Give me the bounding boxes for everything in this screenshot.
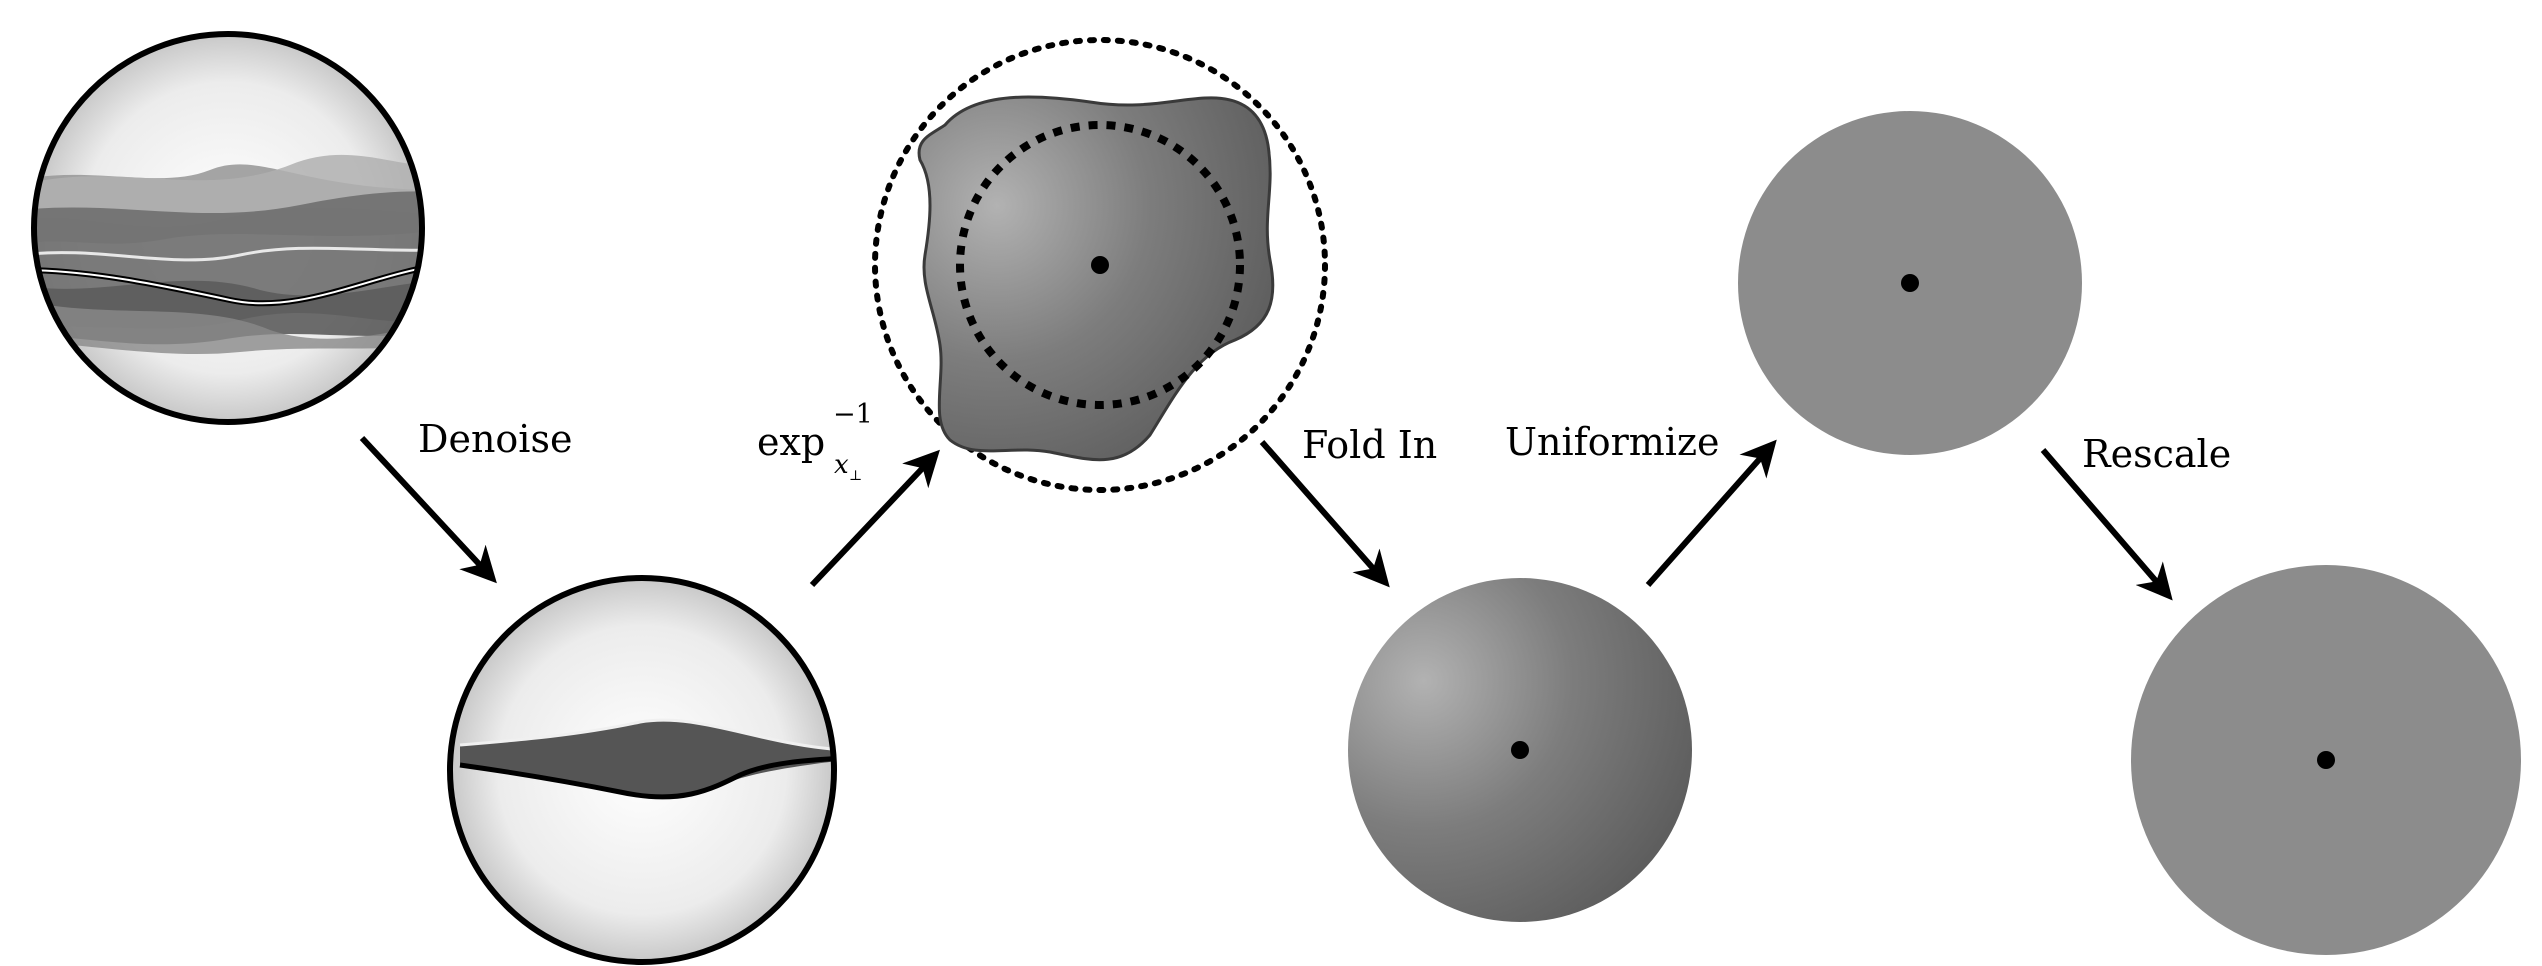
label-rescale: Rescale: [2082, 432, 2231, 476]
thin-layer: [460, 720, 834, 797]
thin-layer-highlight: [459, 718, 834, 752]
noisy-ball: [31, 31, 425, 425]
ball-2-outline: [447, 575, 837, 965]
arrow-denoise: [359, 435, 497, 584]
denoised-ball: [447, 575, 837, 965]
ball-1-outline: [31, 31, 425, 425]
rescaled-disk: [2131, 565, 2521, 955]
arrow-fold-in: [1259, 440, 1390, 588]
label-fold-in: Fold In: [1302, 423, 1437, 467]
highlight-curve: [34, 246, 422, 262]
arrow-exp: [809, 449, 940, 588]
label-denoise: Denoise: [418, 417, 572, 461]
boundary-curve-light: [34, 264, 422, 305]
label-exp-subsub: ⊥: [849, 468, 862, 484]
arrow-uniformize: [1645, 439, 1777, 587]
uniform-center-point: [1901, 274, 1919, 292]
center-point: [1091, 256, 1109, 274]
folded-center-point: [1511, 741, 1529, 759]
thin-layer-edge: [459, 755, 834, 800]
label-exp-sup: −1: [833, 399, 873, 430]
arrow-rescale: [2040, 448, 2173, 601]
arrows: [359, 435, 2173, 601]
label-exp-sub: x: [834, 450, 849, 480]
label-exp-inverse: exp −1 x ⊥: [757, 399, 873, 484]
uniform-disk: [1738, 111, 2082, 455]
layer-bottom: [34, 300, 422, 355]
label-uniformize: Uniformize: [1505, 420, 1719, 464]
blob-shape: [917, 95, 1275, 462]
folded-disk: [1348, 578, 1692, 922]
layer-upper-wave: [34, 154, 422, 228]
tangent-blob: [872, 37, 1328, 493]
label-exp-base: exp: [757, 420, 825, 464]
rescaled-center-point: [2317, 751, 2335, 769]
inner-dotted-circle: [956, 121, 1244, 409]
outer-dotted-circle: [872, 37, 1328, 493]
